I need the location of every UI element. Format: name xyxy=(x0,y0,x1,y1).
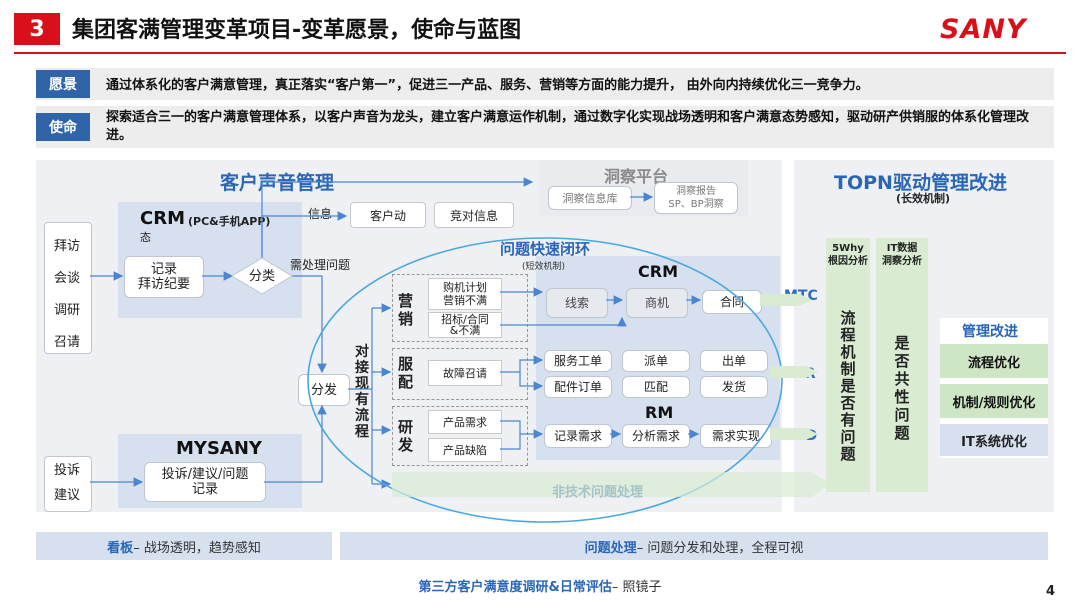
vision-tag: 愿景 xyxy=(36,70,90,98)
mission-row xyxy=(36,106,1054,148)
contact-sources-box xyxy=(44,222,92,354)
board-text: – 战场透明，趋势感知 xyxy=(133,540,261,556)
source-item: 建议 xyxy=(53,488,80,503)
mysany-title: MYSANY xyxy=(176,438,262,459)
complaint-sources: 投诉 建议 xyxy=(44,458,90,508)
loop-subtitle: (短效机制) xyxy=(522,262,566,272)
source-item: 召请 xyxy=(53,335,80,350)
service-label: 服配 xyxy=(398,355,414,391)
mission-tag: 使命 xyxy=(36,113,90,141)
contact-sources: 拜访 会谈 调研 召请 xyxy=(44,231,90,359)
info-label: 信息 xyxy=(308,207,333,221)
mtc-arrow xyxy=(760,294,812,306)
page-title: 集团客满管理变革项目-变革愿景，使命与蓝图 xyxy=(72,18,522,43)
rd-label: 研发 xyxy=(398,418,414,454)
crm-title: CRM xyxy=(140,208,185,229)
rd-group xyxy=(392,406,528,466)
board-key: 看板 xyxy=(107,540,134,556)
record-demand-box: 记录需求 xyxy=(544,424,612,448)
opportunity-box: 商机 xyxy=(626,288,688,318)
out-order-box: 出单 xyxy=(700,350,768,372)
source-item: 调研 xyxy=(53,303,80,318)
rm-title: RM xyxy=(645,403,674,422)
nontech-arrow xyxy=(392,472,830,497)
board-bar: 看板 – 战场透明，趋势感知 xyxy=(36,532,332,560)
complaint-record-box: 投诉/建议/问题 记录 xyxy=(144,462,266,502)
crm-state: 态 xyxy=(140,231,151,244)
crm-subtitle: (PC&手机APP) xyxy=(188,215,271,228)
classify-label: 分类 xyxy=(248,268,275,284)
improve-item: 机制/规则优化 xyxy=(940,384,1048,418)
page-number: 4 xyxy=(1046,584,1056,599)
process-column xyxy=(826,238,870,492)
sales-group xyxy=(392,274,528,342)
section-number: 3 xyxy=(14,13,60,45)
need-handle-label: 需处理问题 xyxy=(290,258,351,272)
handle-text: – 问题分发和处理，全程可视 xyxy=(636,540,804,556)
third-party-line: 第三方客户满意度调研&日常评估 – 照镜子 xyxy=(340,576,740,595)
ipd-arrow xyxy=(770,428,818,440)
ship-box: 发货 xyxy=(700,376,768,398)
handle-bar: 问题处理 – 问题分发和处理，全程可视 xyxy=(340,532,1048,560)
bid-contract-box: 招标/合同 &不满 xyxy=(428,312,502,338)
insight-lib-box: 洞察信息库 xyxy=(548,186,632,210)
sales-label: 营销 xyxy=(398,292,414,328)
match-box: 匹配 xyxy=(622,376,690,398)
voice-title: 客户声音管理 xyxy=(220,172,335,194)
sany-logo: SANY xyxy=(940,14,1027,45)
fault-call-box: 故障召请 xyxy=(428,360,502,386)
mission-text: 探索适合三一的客户满意管理体系，以客户声音为龙头，建立客户满意运作机制，通过数字… xyxy=(106,110,1030,143)
loop-title: 问题快速闭环 xyxy=(500,240,591,258)
insight-title: 洞察平台 xyxy=(604,167,669,186)
topn-subtitle: (长效机制) xyxy=(896,192,951,205)
dispatch-box: 分发 xyxy=(298,374,350,406)
service-group xyxy=(392,348,528,400)
source-item: 投诉 xyxy=(53,463,80,478)
third-key: 第三方客户满意度调研&日常评估 xyxy=(418,580,612,595)
itdata-label: IT数据 洞察分析 xyxy=(882,243,922,267)
insight-report-box: 洞察报告 SP、BP洞察 xyxy=(654,182,738,214)
loop-crm-title: CRM xyxy=(638,262,678,281)
source-item: 拜访 xyxy=(53,239,80,254)
title-divider xyxy=(14,52,1066,54)
connect-label: 对接现有流程 xyxy=(355,344,369,440)
parts-order-box: 配件订单 xyxy=(544,376,612,398)
improve-item: IT系统优化 xyxy=(940,424,1048,456)
topn-title: TOPN驱动管理改进 xyxy=(834,172,1007,194)
vision-row xyxy=(36,68,1054,100)
common-question: 是否共性问题 xyxy=(894,334,910,442)
itr-arrow xyxy=(770,366,818,378)
improve-item: 流程优化 xyxy=(940,344,1048,378)
common-column xyxy=(876,238,928,492)
process-question: 流程机制是否有问题 xyxy=(840,309,856,463)
loop-ellipse xyxy=(307,237,783,523)
vision-text: 通过体系化的客户满意管理，真正落实“客户第一”，促进三一产品、服务、营销等方面的… xyxy=(106,78,869,93)
purchase-plan-box: 购机计划 营销不满 xyxy=(428,278,502,310)
dispatch-order-box: 派单 xyxy=(622,350,690,372)
lead-box: 线索 xyxy=(546,288,608,318)
record-visit-box: 记录 拜访纪要 xyxy=(124,256,204,298)
why-label: 5Why 根因分析 xyxy=(828,243,868,267)
classify-diamond xyxy=(231,257,293,295)
third-text: – 照镜子 xyxy=(611,580,662,595)
improve-title: 管理改进 xyxy=(962,324,1018,340)
analyze-demand-box: 分析需求 xyxy=(622,424,690,448)
service-order-box: 服务工单 xyxy=(544,350,612,372)
competitor-info-box: 竞对信息 xyxy=(434,202,514,228)
product-demand-box: 产品需求 xyxy=(428,410,502,434)
handle-key: 问题处理 xyxy=(584,540,637,556)
source-item: 会谈 xyxy=(53,271,80,286)
product-defect-box: 产品缺陷 xyxy=(428,438,502,462)
complaint-source-box xyxy=(44,456,92,512)
customer-move-box: 客户动 xyxy=(350,202,426,228)
